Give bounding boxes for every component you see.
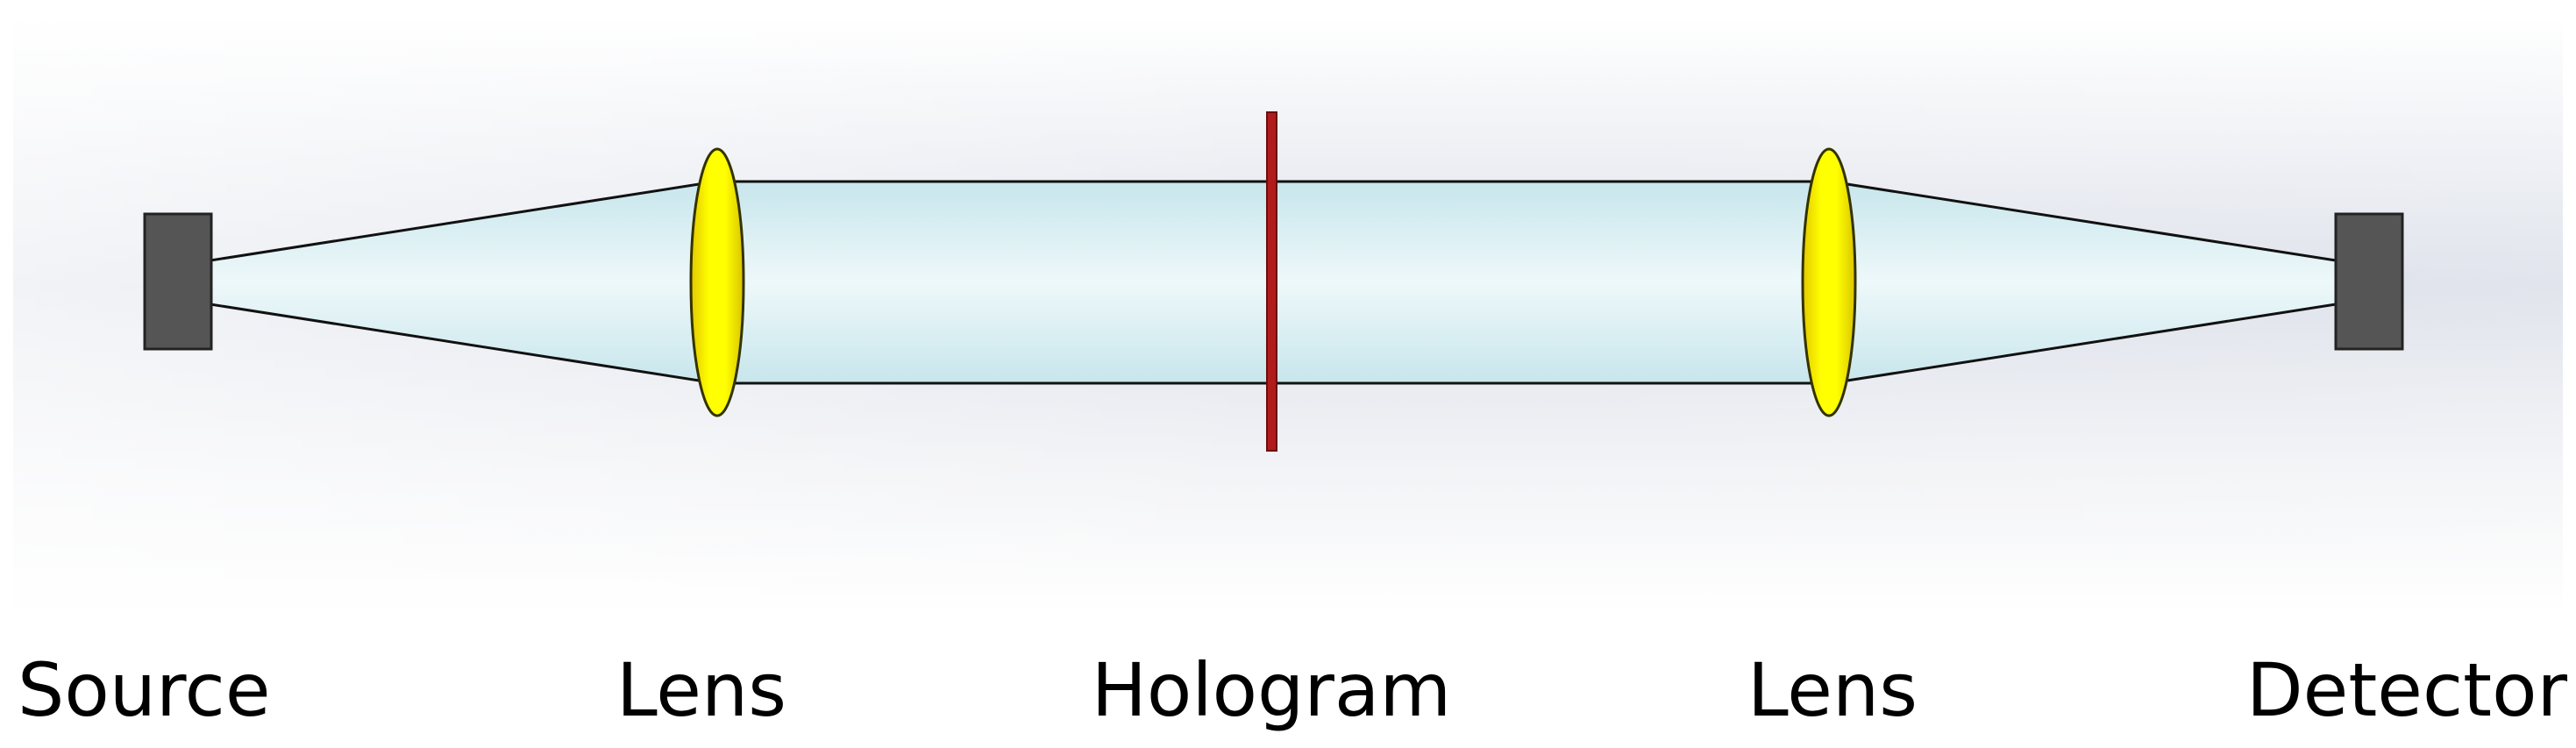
converging-beam bbox=[1829, 182, 2336, 383]
lens-label: Lens bbox=[616, 647, 786, 733]
diverging-beam bbox=[210, 182, 717, 383]
hologram-plate-icon bbox=[1266, 111, 1277, 452]
convex-lens-icon bbox=[689, 147, 745, 417]
convex-lens-icon bbox=[1801, 147, 1857, 417]
beam-outline-top-left bbox=[210, 181, 711, 262]
lens-label: Lens bbox=[1747, 647, 1918, 733]
beam-outline-bottom-right bbox=[1835, 303, 2337, 384]
source-label: Source bbox=[18, 647, 271, 733]
source-block-icon bbox=[143, 212, 213, 351]
beam-outline-bottom-left bbox=[210, 303, 711, 384]
detector-block-icon bbox=[2334, 212, 2404, 351]
beam-outline-top-right bbox=[1835, 181, 2337, 262]
hologram-label: Hologram bbox=[1091, 647, 1452, 733]
detector-label: Detector bbox=[2245, 647, 2567, 733]
